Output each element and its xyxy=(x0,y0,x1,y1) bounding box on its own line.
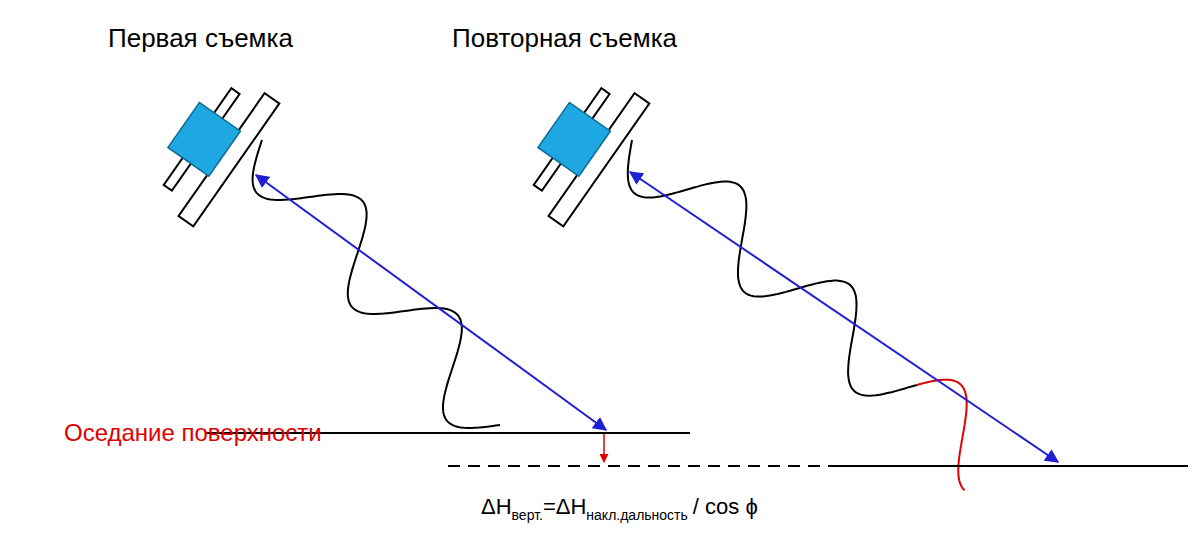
scene-title: Первая съемка xyxy=(108,23,293,54)
radar-wave xyxy=(253,140,500,428)
subsidence-label: Оседание поверхности xyxy=(64,419,322,447)
formula-term: / cos ϕ xyxy=(693,494,758,519)
subsided-surface xyxy=(835,465,1188,467)
formula-subscript: накл.дальность xyxy=(586,507,688,523)
subsidence-arrow xyxy=(603,434,605,462)
satellite xyxy=(509,66,649,227)
slant-range xyxy=(630,172,1058,462)
formula: ΔHверт.=ΔHнакл.дальность / cos ϕ xyxy=(481,494,758,523)
formula-term: ΔH xyxy=(481,494,512,519)
scene-title: Повторная съемка xyxy=(452,23,677,54)
slant-range xyxy=(256,175,606,430)
radar-wave-shift xyxy=(917,380,967,491)
formula-term: =ΔH xyxy=(543,494,586,519)
formula-subscript: верт. xyxy=(512,507,543,523)
satellite xyxy=(139,66,279,227)
subsided-surface xyxy=(448,465,835,467)
